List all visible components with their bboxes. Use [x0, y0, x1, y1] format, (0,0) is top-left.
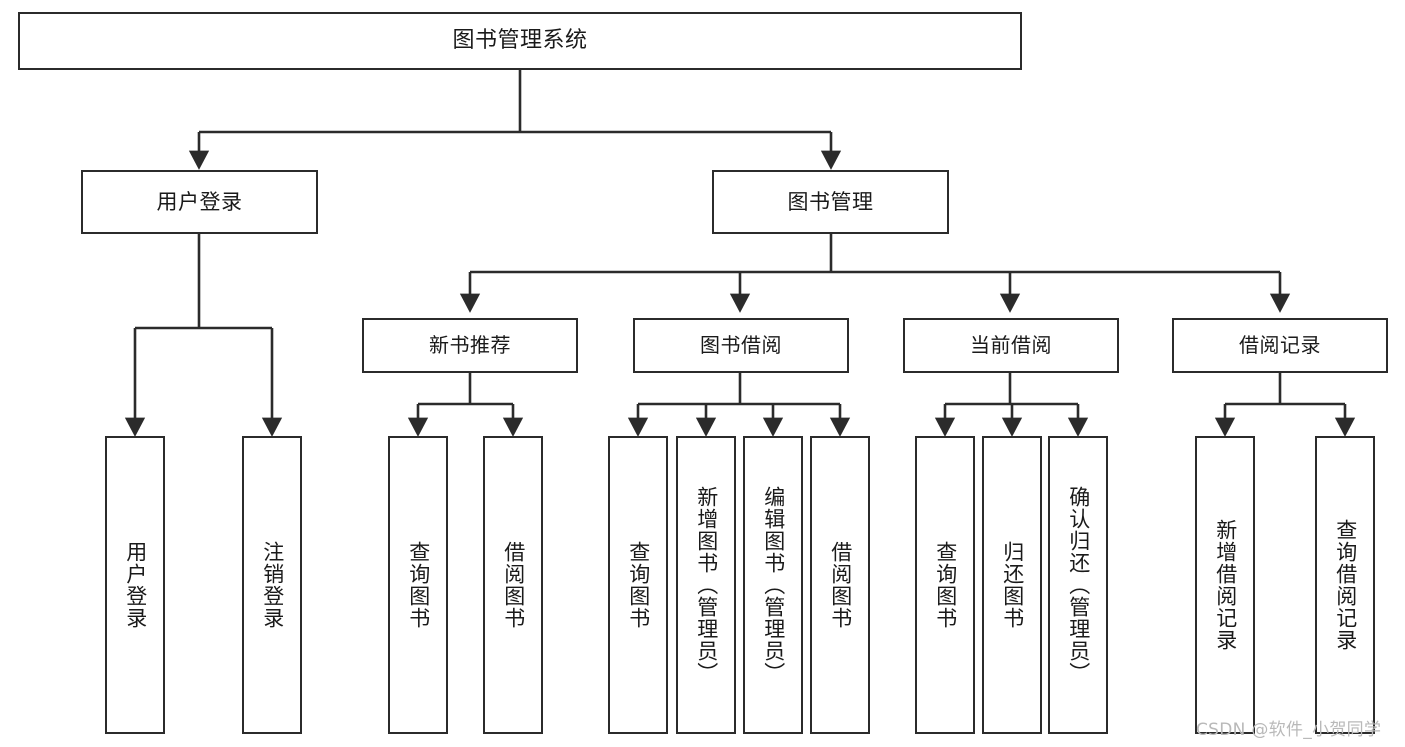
leaf-borrow-query-book-label: 查询图书	[626, 541, 651, 629]
node-root-system[interactable]: 图书管理系统	[18, 12, 1022, 70]
leaf-user-login-signout-label: 注销登录	[260, 541, 285, 629]
leaf-current-return-book-label: 归还图书	[1000, 541, 1025, 629]
leaf-new-book-query-label: 查询图书	[406, 541, 431, 629]
node-user-login-label: 用户登录	[156, 189, 243, 214]
leaf-borrow-edit-book[interactable]: 编辑图书（管理员）	[743, 436, 803, 734]
leaf-current-return-book[interactable]: 归还图书	[982, 436, 1042, 734]
leaf-record-add[interactable]: 新增借阅记录	[1195, 436, 1255, 734]
leaf-borrow-add-book-label: 新增图书（管理员）	[694, 486, 719, 684]
leaf-current-query-book-label: 查询图书	[933, 541, 958, 629]
leaf-borrow-borrow-book-label: 借阅图书	[828, 541, 853, 629]
node-current-borrow-label: 当前借阅	[970, 333, 1052, 357]
leaf-user-login-signin[interactable]: 用户登录	[105, 436, 165, 734]
leaf-new-book-query[interactable]: 查询图书	[388, 436, 448, 734]
node-new-book-recommend[interactable]: 新书推荐	[362, 318, 578, 373]
leaf-current-query-book[interactable]: 查询图书	[915, 436, 975, 734]
node-root-system-label: 图书管理系统	[452, 28, 588, 54]
leaf-borrow-query-book[interactable]: 查询图书	[608, 436, 668, 734]
leaf-record-query[interactable]: 查询借阅记录	[1315, 436, 1375, 734]
node-borrow-record-label: 借阅记录	[1239, 333, 1321, 357]
node-user-login[interactable]: 用户登录	[81, 170, 318, 234]
node-book-management-label: 图书管理	[787, 189, 874, 214]
leaf-new-book-borrow-label: 借阅图书	[501, 541, 526, 629]
node-new-book-recommend-label: 新书推荐	[429, 333, 511, 357]
leaf-borrow-add-book[interactable]: 新增图书（管理员）	[676, 436, 736, 734]
leaf-borrow-borrow-book[interactable]: 借阅图书	[810, 436, 870, 734]
leaf-new-book-borrow[interactable]: 借阅图书	[483, 436, 543, 734]
node-book-borrow[interactable]: 图书借阅	[633, 318, 849, 373]
leaf-record-query-label: 查询借阅记录	[1333, 519, 1358, 651]
node-borrow-record[interactable]: 借阅记录	[1172, 318, 1388, 373]
node-book-management[interactable]: 图书管理	[712, 170, 949, 234]
leaf-current-confirm-return-label: 确认归还（管理员）	[1066, 486, 1091, 684]
node-current-borrow[interactable]: 当前借阅	[903, 318, 1119, 373]
leaf-user-login-signout[interactable]: 注销登录	[242, 436, 302, 734]
node-book-borrow-label: 图书借阅	[700, 333, 782, 357]
leaf-current-confirm-return[interactable]: 确认归还（管理员）	[1048, 436, 1108, 734]
leaf-record-add-label: 新增借阅记录	[1213, 519, 1238, 651]
leaf-user-login-signin-label: 用户登录	[123, 541, 148, 629]
leaf-borrow-edit-book-label: 编辑图书（管理员）	[761, 486, 786, 684]
